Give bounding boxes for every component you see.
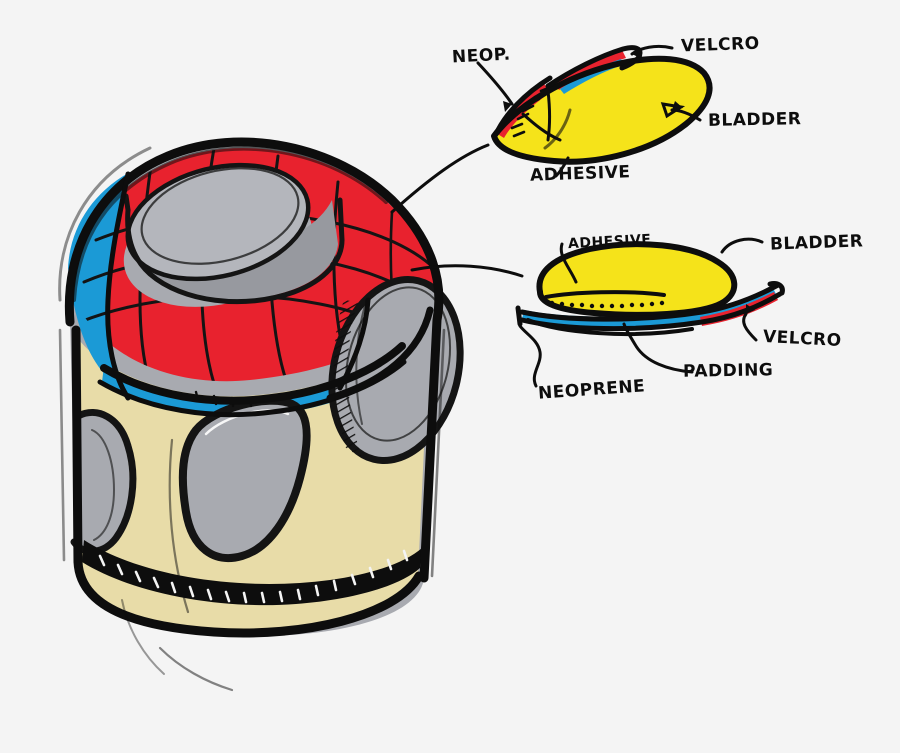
- detail-cross-section: [515, 237, 785, 388]
- main-vest-illustration: [58, 137, 464, 692]
- label-bladder-top: BLADDER: [707, 109, 802, 131]
- bladder-arrow-notch: [660, 102, 686, 119]
- bladder-section: [539, 245, 733, 314]
- label-adhesive-top: ADHESIVE: [529, 162, 631, 186]
- waist-hem: [82, 540, 422, 606]
- detail-edge-outline: [491, 45, 713, 165]
- detail-edge-section: [476, 44, 713, 178]
- label-padding-section: PADDING: [682, 360, 774, 382]
- vest-outline: [58, 137, 446, 692]
- torso-cutout-window: [178, 396, 311, 562]
- cross-section-outline: [515, 241, 785, 336]
- label-velcro-section: VELCRO: [762, 326, 843, 352]
- cross-section-leaders: [518, 237, 764, 388]
- callout-leader-lines: [390, 143, 524, 278]
- arm-opening-left: [70, 409, 137, 555]
- collar-neck-opening: [123, 162, 345, 307]
- cross-section-arrowheads: [746, 304, 755, 314]
- label-bladder-section: BLADDER: [769, 231, 864, 255]
- label-neoprene-short: NEOP.: [451, 44, 512, 68]
- label-velcro-top: VELCRO: [680, 33, 760, 57]
